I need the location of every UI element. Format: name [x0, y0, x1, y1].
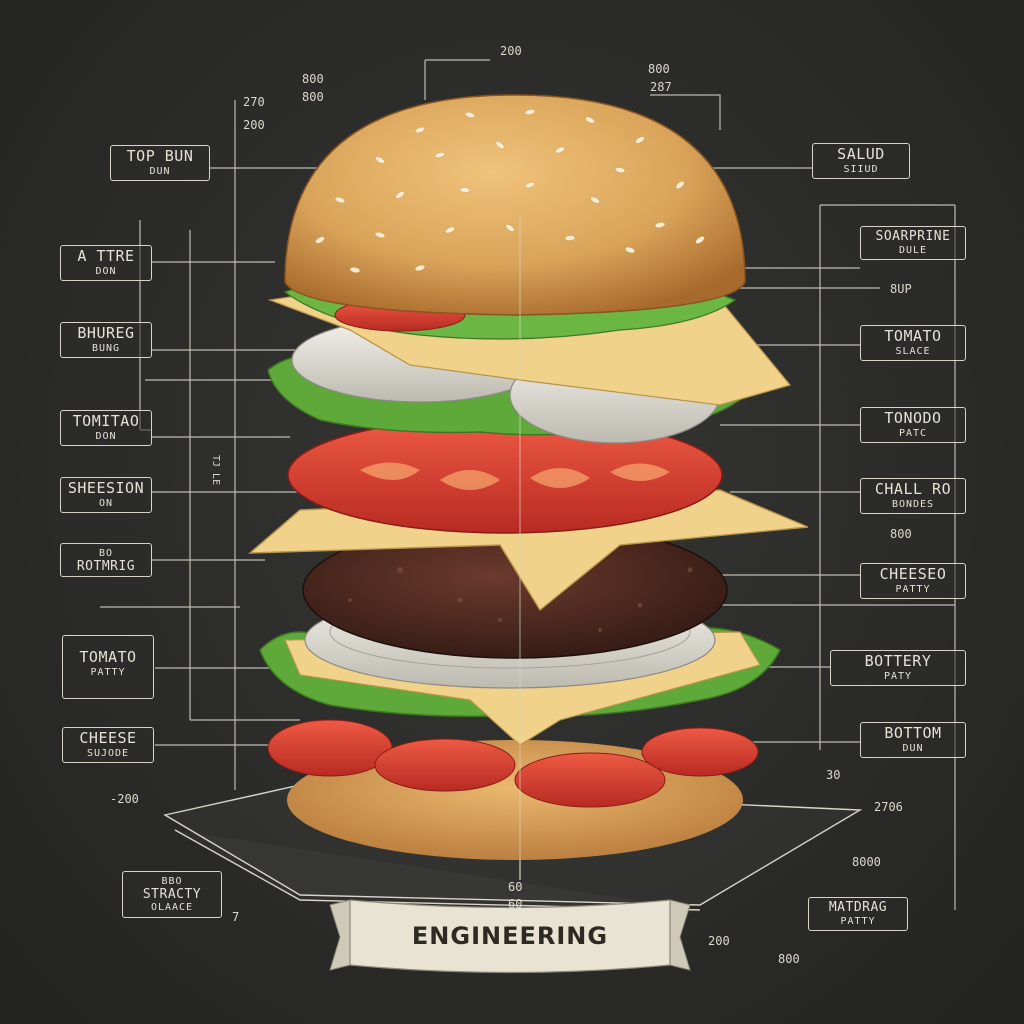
dim-200-bottom: 200 [708, 934, 730, 948]
dim-200-left: -200 [110, 792, 139, 806]
dim-800c: 800 [648, 62, 670, 76]
banner-title: ENGINEERING [411, 922, 609, 950]
dim-270: 270 [243, 95, 265, 109]
dim-60b: 60 [508, 897, 523, 911]
dim-800-bottom: 800 [778, 952, 800, 966]
dim-800b: 800 [302, 90, 324, 104]
engineering-banner [329, 899, 691, 974]
dim-60: 60 [508, 880, 523, 894]
dim-800-right: 800 [890, 527, 912, 541]
dim-2706: 2706 [874, 800, 903, 814]
dim-7: 7 [232, 910, 240, 924]
dim-top: 200 [500, 44, 522, 58]
dim-8up: 8UP [890, 282, 912, 296]
dim-800a: 800 [302, 72, 324, 86]
top-bun [284, 94, 746, 316]
dim-30: 30 [826, 768, 841, 782]
dim-vertical: TJ LE [210, 455, 221, 486]
dim-287: 287 [650, 80, 672, 94]
bottom-tomatoes [267, 719, 759, 808]
dim-8000: 8000 [852, 855, 881, 869]
dim-200a: 200 [243, 118, 265, 132]
sesame-seeds [315, 109, 705, 273]
